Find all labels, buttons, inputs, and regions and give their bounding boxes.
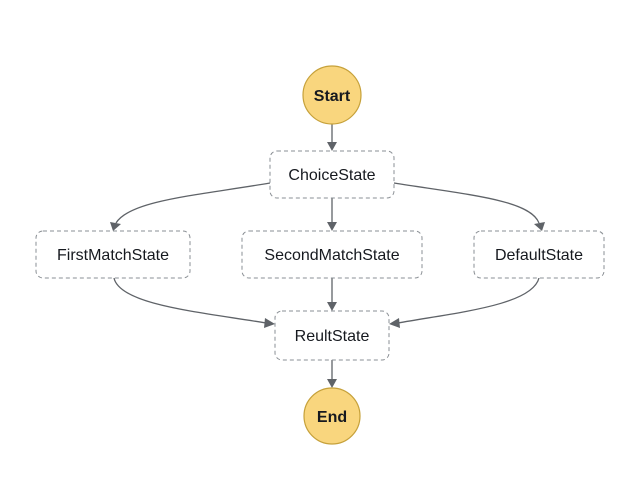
second-match-state-label: SecondMatchState	[264, 247, 399, 264]
arrow-result-to-end	[327, 379, 337, 388]
default-state-box	[473, 230, 605, 279]
choice-state-node[interactable]: ChoiceState	[269, 150, 395, 199]
default-state-label: DefaultState	[495, 247, 583, 264]
end-label: End	[317, 409, 347, 426]
arrow-start-to-choice	[327, 142, 337, 151]
second-match-state-node[interactable]: SecondMatchState	[241, 230, 423, 279]
edge-choice-to-first	[115, 182, 271, 224]
start-node[interactable]: Start	[302, 65, 362, 125]
result-state-box	[274, 310, 390, 361]
choice-state-label: ChoiceState	[288, 167, 375, 184]
end-circle	[303, 387, 361, 445]
start-circle	[302, 65, 362, 125]
arrow-choice-to-default	[534, 222, 545, 231]
arrow-second-to-result	[327, 302, 337, 311]
choice-state-box	[269, 150, 395, 199]
first-match-state-node[interactable]: FirstMatchState	[35, 230, 191, 279]
start-label: Start	[314, 88, 351, 105]
edge-first-to-result	[113, 277, 267, 324]
edges	[110, 124, 545, 388]
result-state-label: ReultState	[295, 328, 370, 345]
arrow-choice-to-first	[110, 222, 121, 231]
edge-default-to-result	[397, 277, 540, 324]
default-state-node[interactable]: DefaultState	[473, 230, 605, 279]
edge-choice-to-default	[393, 182, 540, 224]
result-state-node[interactable]: ReultState	[274, 310, 390, 361]
second-match-state-box	[241, 230, 423, 279]
arrow-choice-to-second	[327, 222, 337, 231]
first-match-state-label: FirstMatchState	[57, 247, 169, 264]
first-match-state-box	[35, 230, 191, 279]
arrow-first-to-result	[264, 318, 275, 328]
arrow-default-to-result	[389, 318, 400, 328]
end-node[interactable]: End	[303, 387, 361, 445]
